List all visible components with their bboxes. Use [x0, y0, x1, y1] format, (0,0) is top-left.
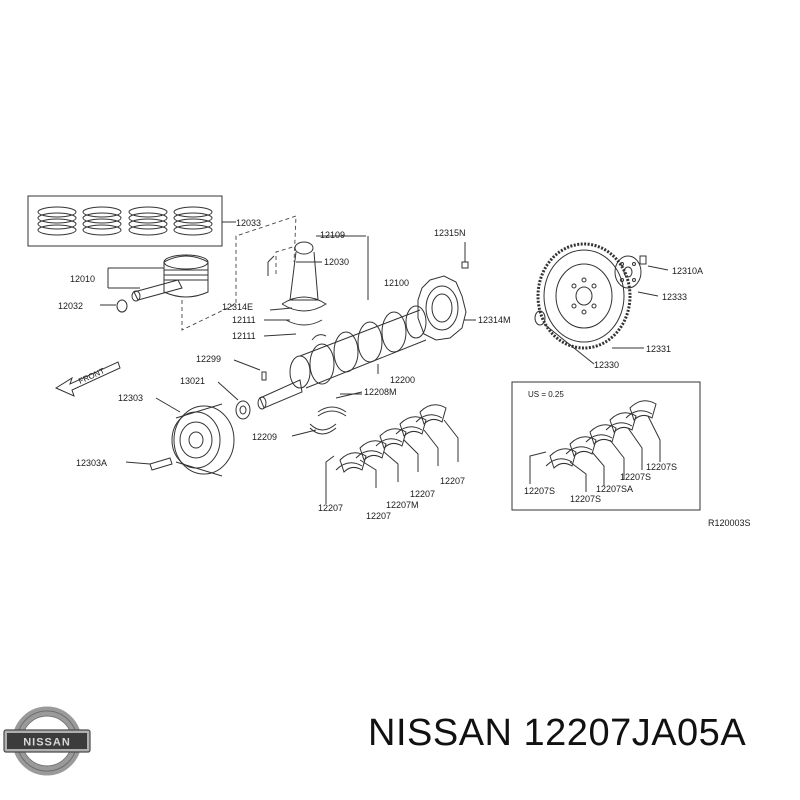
piston: [163, 255, 209, 298]
label-plate-bolt: 12315N: [434, 228, 466, 238]
label-rod-bearing-e: 12314E: [222, 302, 253, 312]
label-pilot: 12331: [646, 344, 671, 354]
label-rod-bolt: 12030: [324, 257, 349, 267]
nissan-logo: NISSAN: [3, 706, 91, 776]
label-us-sa: 12207SA: [596, 484, 633, 494]
crank-key: [235, 400, 251, 420]
undersize-group: [511, 381, 701, 511]
small-parts: [217, 359, 363, 437]
label-dowel: 12299: [196, 354, 221, 364]
label-ref: R120003S: [708, 518, 751, 528]
thrust-washer-upper: [317, 406, 347, 413]
flywheel-plate: [614, 255, 642, 289]
rear-plate-group: [417, 242, 476, 341]
pulley-bolt: [149, 457, 173, 471]
label-crank: 12200: [390, 375, 415, 385]
label-us-note: US = 0.25: [528, 390, 564, 399]
label-bearing-b: 12111: [232, 331, 256, 341]
flywheel: [543, 249, 625, 343]
label-us-s4: 12207S: [646, 462, 677, 472]
flywheel-ring-gear: [536, 242, 632, 350]
undersize-box: [511, 381, 701, 511]
label-pulley: 12303: [118, 393, 143, 403]
plate-bolt: [461, 261, 469, 269]
piston-rings-group: [27, 195, 236, 247]
label-flywheel-bolt: 12310A: [672, 266, 703, 276]
part-number-title: NISSAN 12207JA05A: [368, 712, 747, 754]
crank-pulley: [173, 405, 235, 475]
rings-box: [27, 195, 223, 247]
front-arrow-icon: [54, 361, 121, 397]
label-key: 13021: [180, 376, 205, 386]
dowel-pin: [261, 371, 267, 381]
label-bearing-a: 12111: [232, 315, 256, 325]
crankshaft: [257, 305, 427, 410]
thrust-washer-lower: [309, 427, 337, 435]
label-pulley-bolt: 12303A: [76, 458, 107, 468]
ring-set-4: [173, 206, 213, 236]
flywheel-group: [534, 242, 669, 365]
label-us-s1: 12207S: [524, 486, 555, 496]
main-bearings-left: [325, 404, 459, 504]
label-thrust-m: 12208M: [364, 387, 397, 397]
part-labels: 12033 12010 12032 12109 12030 12314E 121…: [58, 218, 751, 528]
label-us-s3: 12207S: [620, 472, 651, 482]
label-main-4: 12207: [440, 476, 465, 486]
piston-pin: [133, 279, 183, 301]
dashed-guides: [181, 215, 297, 331]
label-flywheel-plate: 12333: [662, 292, 687, 302]
ring-set-1: [37, 206, 77, 236]
label-pin-clip: 12032: [58, 301, 83, 311]
piston-group: [100, 254, 209, 313]
label-main-3: 12207: [410, 489, 435, 499]
connecting-rod-group: [263, 235, 369, 337]
connecting-rod: [289, 251, 319, 301]
label-main-m: 12207M: [386, 500, 419, 510]
label-main-1: 12207: [318, 503, 343, 513]
flywheel-bolt: [639, 255, 647, 265]
label-us-s2: 12207S: [570, 494, 601, 504]
pilot-bearing: [534, 310, 546, 326]
label-flywheel: 12330: [594, 360, 619, 370]
label-plate: 12314M: [478, 315, 511, 325]
pin-clip: [116, 299, 128, 313]
label-crank-assy: 12100: [384, 278, 409, 288]
label-rings: 12033: [236, 218, 261, 228]
ring-set-3: [128, 206, 168, 236]
crank-pulley-group: [125, 397, 235, 477]
label-main-2: 12207: [366, 511, 391, 521]
logo-text: NISSAN: [23, 737, 71, 749]
label-piston: 12010: [70, 274, 95, 284]
label-thrust: 12209: [252, 432, 277, 442]
ring-set-2: [82, 206, 122, 236]
rear-plate: [417, 275, 467, 341]
label-rod: 12109: [320, 230, 345, 240]
label-front: FRONT: [77, 366, 106, 385]
